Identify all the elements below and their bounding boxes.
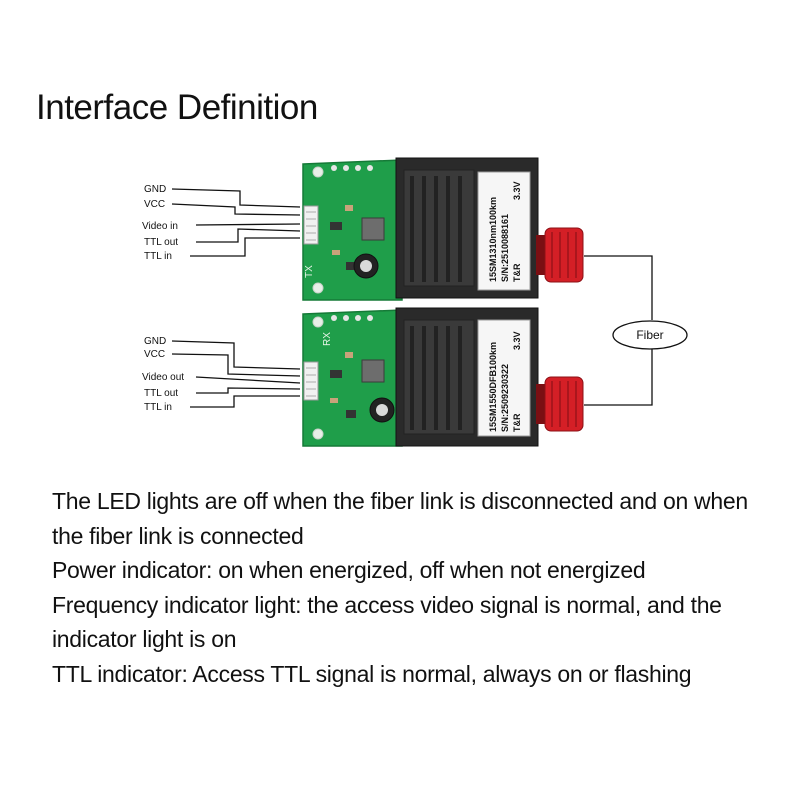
tx-module-model: 15SM1310nm100km (488, 197, 498, 282)
rx-module-serial: S/N:2509230322 (500, 364, 510, 432)
rx-module-brand: T&R (512, 413, 522, 432)
rx-pin-label: VCC (144, 349, 165, 360)
rx-board-label: RX (322, 332, 333, 346)
rx-pin-label: GND (144, 336, 166, 347)
rx-pin-label: TTL out (144, 388, 178, 399)
tx-board-label: TX (304, 265, 315, 278)
fiber-label: Fiber (636, 328, 663, 342)
tx-fiber-module: 15SM1310nm100km S/N:2510088161 T&R 3.3V (395, 157, 584, 299)
tx-pin-label: TTL out (144, 237, 178, 248)
description-power: Power indicator: on when energized, off … (52, 557, 646, 583)
rx-pin-label: Video out (142, 372, 184, 383)
tx-module-voltage: 3.3V (512, 181, 522, 200)
description-ttl: TTL indicator: Access TTL signal is norm… (52, 660, 692, 687)
tx-wires (171, 188, 301, 257)
rx-pin-label: TTL in (144, 402, 172, 413)
tx-pin-label: GND (144, 184, 166, 195)
tx-module-serial: S/N:2510088161 (500, 214, 510, 282)
tx-module-brand: T&R (512, 263, 522, 282)
transmitter-board: GND VCC Video in TTL out TTL in (142, 157, 584, 301)
fiber-link (584, 255, 653, 406)
tx-pin-label: Video in (142, 221, 178, 232)
rx-module-voltage: 3.3V (512, 331, 522, 350)
description-frequency: Frequency indicator light: the access vi… (52, 591, 722, 653)
tx-pin-label: VCC (144, 199, 165, 210)
rx-module-model: 15SM1550DFB100km (488, 342, 498, 432)
rx-fiber-module: 15SM1550DFB100km S/N:2509230322 T&R 3.3V (395, 307, 584, 447)
tx-pin-label: TTL in (144, 251, 172, 262)
receiver-board: GND VCC Video out TTL out TTL in RX (142, 307, 584, 447)
description-block: The LED lights are off when the fiber li… (52, 484, 772, 691)
description-led: The LED lights are off when the fiber li… (52, 488, 748, 549)
page-title: Interface Definition (36, 88, 318, 127)
interface-diagram: GND VCC Video in TTL out TTL in (142, 157, 688, 447)
rx-wires (171, 340, 301, 408)
fiber-label-bubble (612, 320, 688, 350)
